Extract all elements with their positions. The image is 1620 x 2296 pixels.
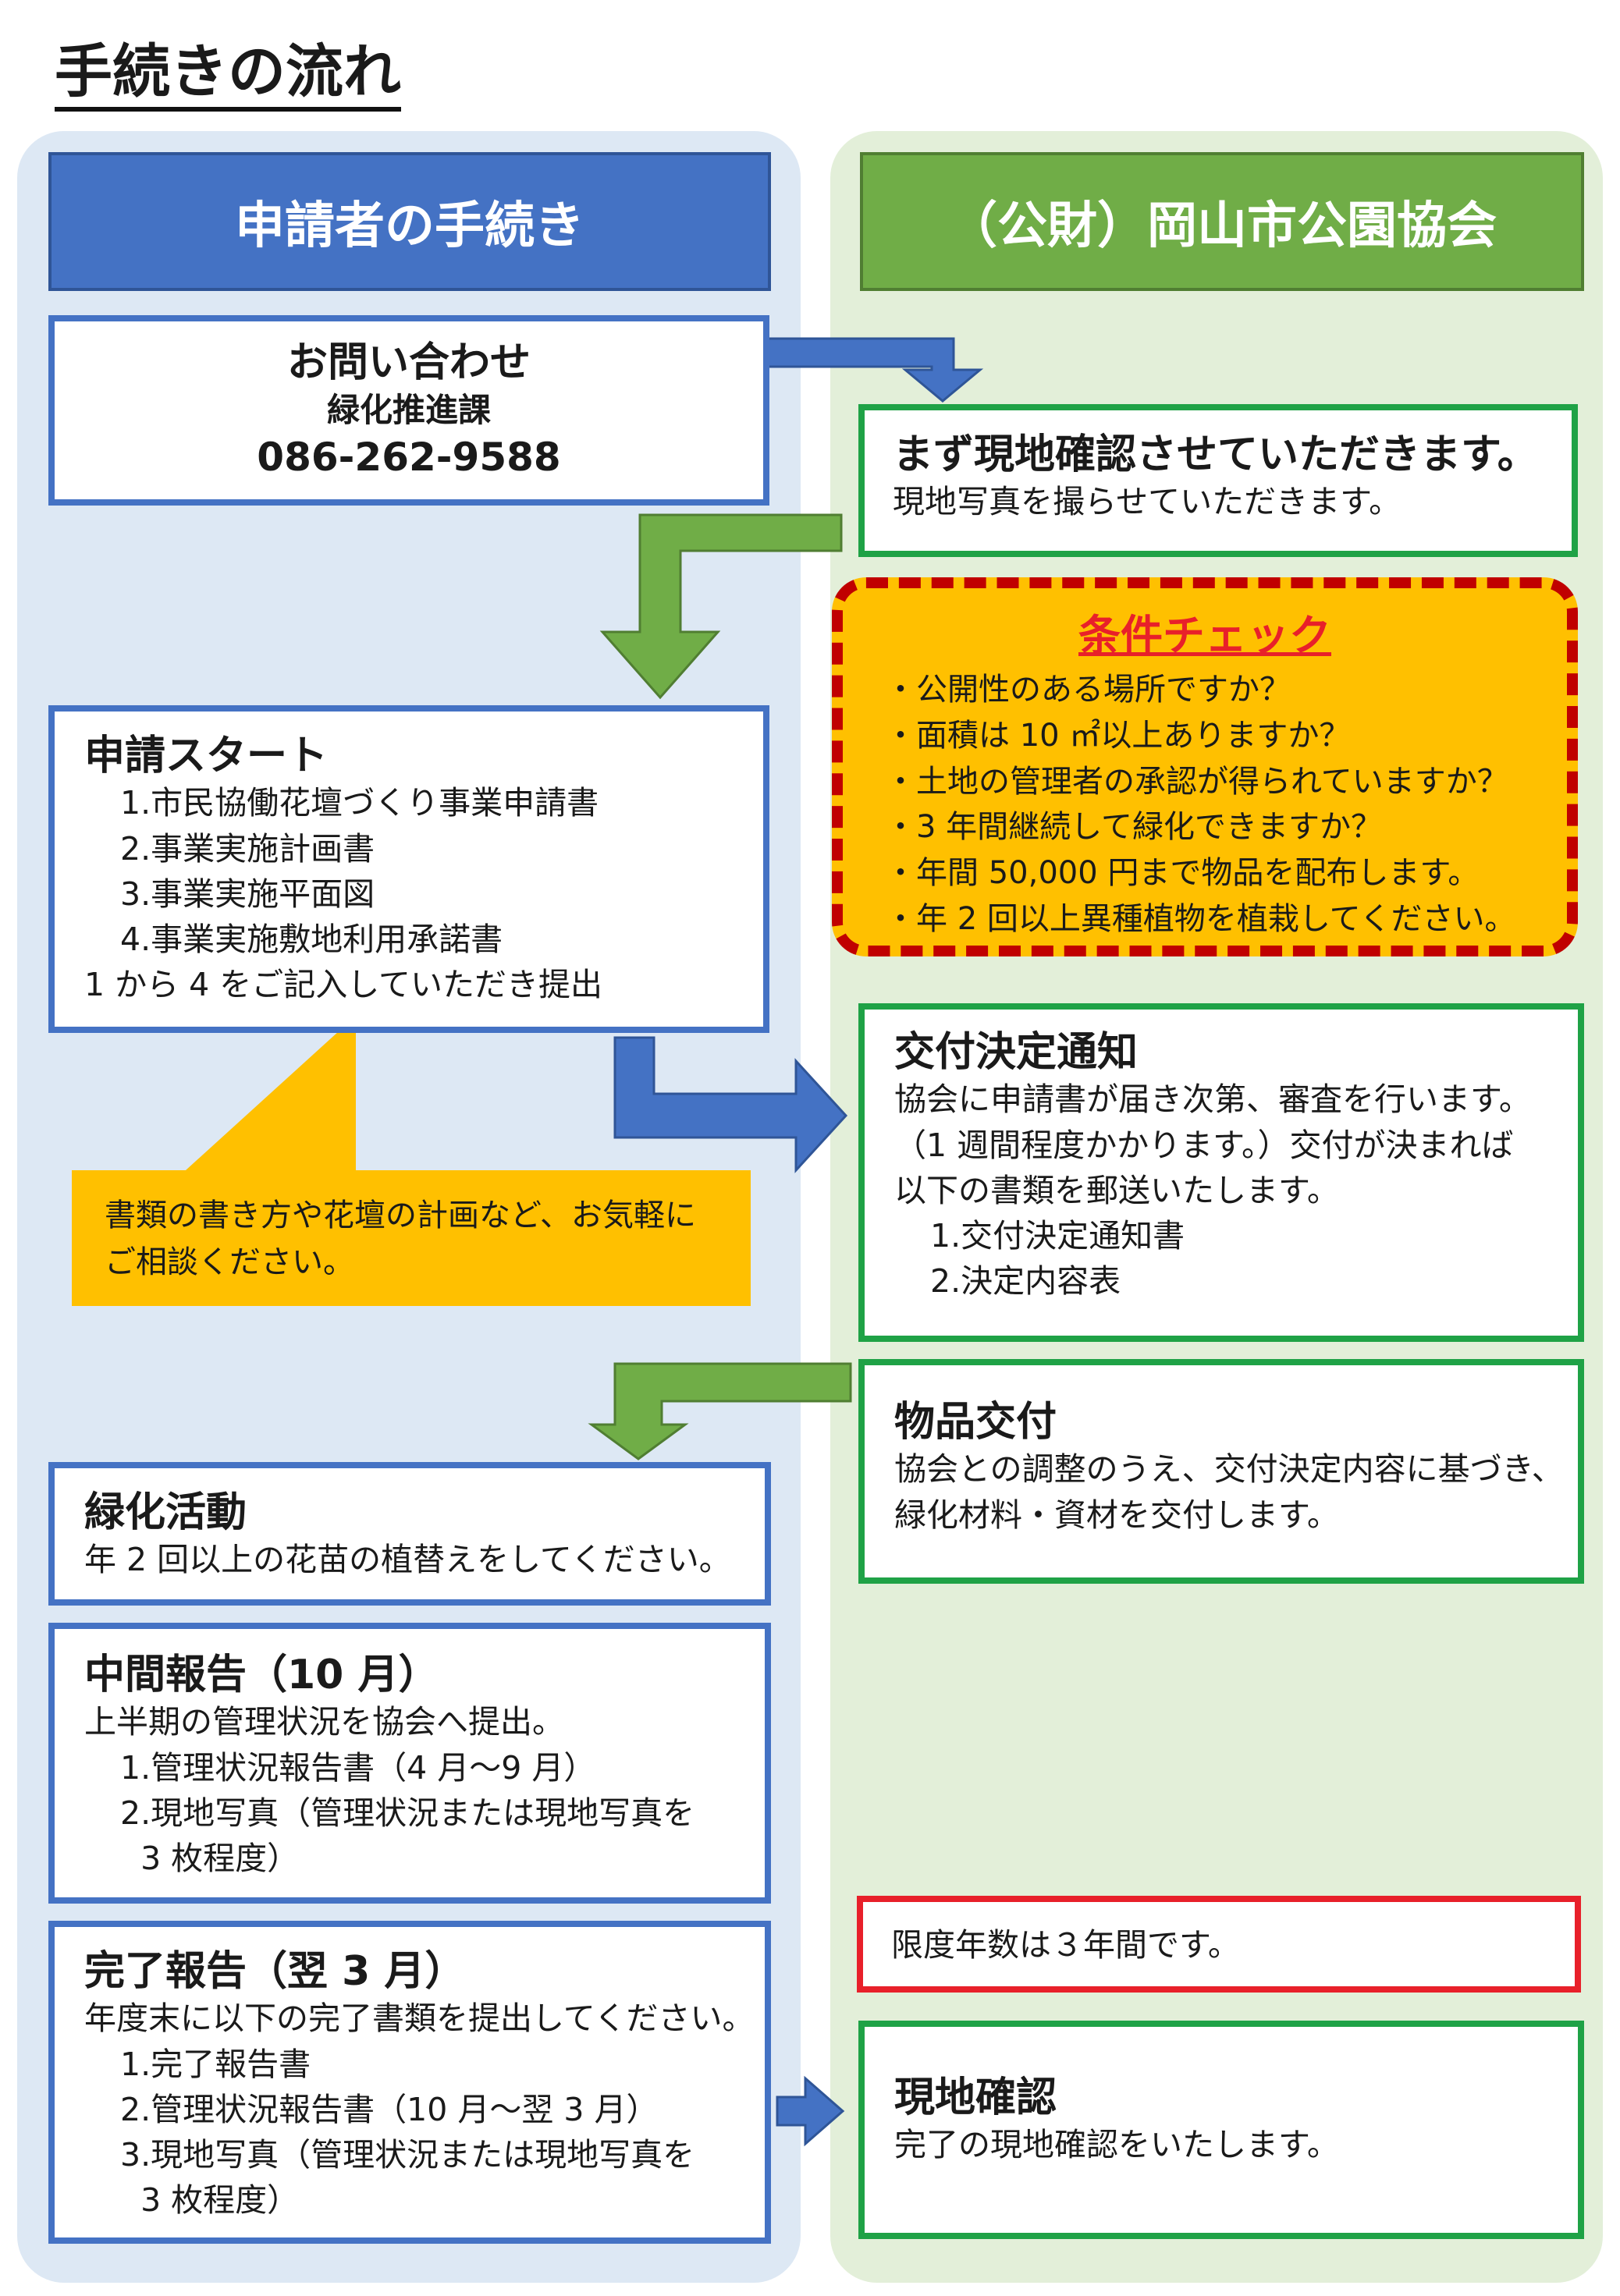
- final-item: 2.管理状況報告書（10 月～翌 3 月）: [120, 2090, 659, 2128]
- conditions-list: ・公開性のある場所ですか？ ・面積は 10 ㎡以上ありますか？ ・土地の管理者の…: [885, 667, 1567, 942]
- interim-report-box: 中間報告（10 月） 上半期の管理状況を協会へ提出。 1.管理状況報告書（4 月…: [48, 1623, 771, 1904]
- decision-line: （1 週間程度かかります。）交付が決まれば: [894, 1126, 1514, 1164]
- consult-note-line: 書類の書き方や花壇の計画など、お気軽に: [105, 1198, 696, 1233]
- decision-title: 交付決定通知: [894, 1029, 1139, 1076]
- decision-line: 以下の書類を郵送いたします。: [894, 1171, 1339, 1209]
- consult-note-line: ご相談ください。: [105, 1244, 354, 1280]
- final-text: 年度末に以下の完了書類を提出してください。: [84, 2000, 755, 2038]
- site-check-box: まず現地確認させていただきます。 現地写真を撮らせていただきます。: [858, 404, 1578, 557]
- conditions-title: 条件チェック: [1078, 611, 1331, 660]
- association-column-header: （公財）岡山市公園協会: [860, 152, 1584, 291]
- consult-callout: 書類の書き方や花壇の計画など、お気軽に ご相談ください。: [72, 1170, 751, 1306]
- condition-item: ・土地の管理者の承認が得られていますか？: [885, 763, 1508, 800]
- final-item: 3 枚程度）: [120, 2181, 300, 2220]
- contact-box: お問い合わせ 緑化推進課 086-262-9588: [48, 315, 769, 506]
- goods-box: 物品交付 協会との調整のうえ、交付決定内容に基づき、 緑化材料・資材を交付します…: [858, 1359, 1584, 1584]
- limit-text: 限度年数は３年間です。: [891, 1926, 1240, 1964]
- applicant-column-header: 申請者の手続き: [48, 152, 771, 291]
- greening-title: 緑化活動: [84, 1489, 247, 1536]
- greening-text: 年 2 回以上の花苗の植替えをしてください。: [84, 1541, 731, 1579]
- arrow-application-to-decision: [613, 1036, 848, 1173]
- decision-box: 交付決定通知 協会に申請書が届き次第、審査を行います。 （1 週間程度かかります…: [858, 1003, 1584, 1342]
- goods-title: 物品交付: [894, 1399, 1057, 1446]
- goods-line: 協会との調整のうえ、交付決定内容に基づき、: [894, 1450, 1564, 1489]
- contact-phone: 086-262-9588: [257, 435, 561, 481]
- arrow-goods-to-greening: [588, 1362, 852, 1460]
- interim-title: 中間報告（10 月）: [84, 1652, 439, 1698]
- final-title: 完了報告（翌 3 月）: [84, 1948, 466, 1995]
- condition-item: ・年間 50,000 円まで物品を配布します。: [885, 855, 1480, 892]
- final-item: 3.現地写真（管理状況または現地写真を: [120, 2136, 695, 2174]
- final-check-title: 現地確認: [894, 2074, 1057, 2121]
- final-check-box: 現地確認 完了の現地確認をいたします。: [858, 2021, 1584, 2239]
- application-item: 2.事業実施計画書: [120, 829, 375, 868]
- arrow-final-to-check: [776, 2075, 845, 2147]
- interim-item: 2.現地写真（管理状況または現地写真を: [120, 1794, 695, 1832]
- application-title: 申請スタート: [84, 733, 329, 779]
- contact-title: お問い合わせ: [286, 339, 531, 386]
- application-item: 1.市民協働花壇づくり事業申請書: [120, 784, 599, 822]
- conditions-checklist: 条件チェック ・公開性のある場所ですか？ ・面積は 10 ㎡以上ありますか？ ・…: [832, 577, 1578, 956]
- application-footer: 1 から 4 をご記入していただき提出: [84, 966, 603, 1004]
- contact-department: 緑化推進課: [326, 391, 491, 430]
- decision-item: 2.決定内容表: [930, 1262, 1121, 1301]
- condition-item: ・年 2 回以上異種植物を植栽してください。: [885, 900, 1516, 937]
- goods-line: 緑化材料・資材を交付します。: [894, 1496, 1339, 1534]
- condition-item: ・3 年間継続して緑化できますか？: [885, 809, 1382, 846]
- application-item: 3.事業実施平面図: [120, 875, 375, 913]
- interim-text: 上半期の管理状況を協会へ提出。: [84, 1703, 564, 1741]
- condition-item: ・公開性のある場所ですか？: [885, 672, 1291, 708]
- final-item: 1.完了報告書: [120, 2045, 311, 2083]
- application-box: 申請スタート 1.市民協働花壇づくり事業申請書 2.事業実施計画書 3.事業実施…: [48, 705, 769, 1033]
- site-check-title: まず現地確認させていただきます。: [893, 431, 1538, 478]
- decision-line: 協会に申請書が届き次第、審査を行います。: [894, 1081, 1531, 1119]
- decision-item: 1.交付決定通知書: [930, 1217, 1185, 1255]
- arrow-contact-to-sitecheck: [766, 337, 984, 403]
- limit-notice-box: 限度年数は３年間です。: [857, 1896, 1581, 1993]
- application-item: 4.事業実施敷地利用承諾書: [120, 921, 503, 959]
- interim-item: 3 枚程度）: [120, 1840, 300, 1878]
- greening-box: 緑化活動 年 2 回以上の花苗の植替えをしてください。: [48, 1462, 771, 1606]
- final-check-text: 完了の現地確認をいたします。: [894, 2126, 1339, 2164]
- site-check-text: 現地写真を撮らせていただきます。: [893, 483, 1402, 521]
- page-title: 手続きの流れ: [55, 40, 401, 112]
- condition-item: ・面積は 10 ㎡以上ありますか？: [885, 717, 1351, 754]
- interim-item: 1.管理状況報告書（4 月～9 月）: [120, 1748, 596, 1787]
- arrow-sitecheck-to-application: [599, 513, 843, 700]
- consult-callout-pointer: [186, 1016, 356, 1170]
- final-report-box: 完了報告（翌 3 月） 年度末に以下の完了書類を提出してください。 1.完了報告…: [48, 1921, 771, 2244]
